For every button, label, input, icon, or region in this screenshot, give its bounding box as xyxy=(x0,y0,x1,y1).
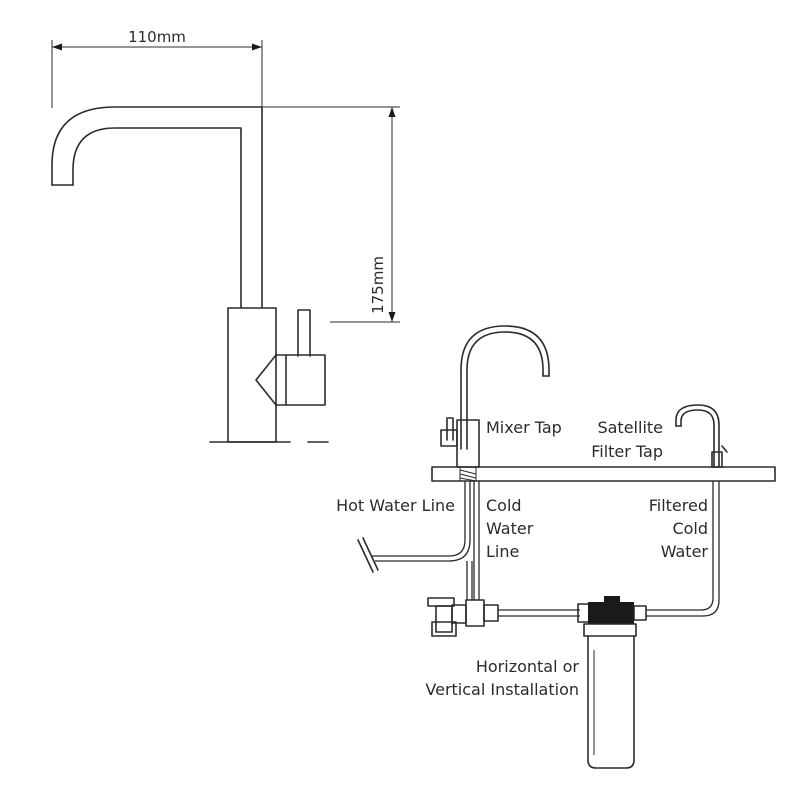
mixer-tap-label: Mixer Tap xyxy=(486,418,562,437)
satellite-label-line2: Filter Tap xyxy=(591,442,663,461)
height-label: 175mm xyxy=(369,256,387,314)
height-dimension: 175mm xyxy=(262,106,400,323)
installation-label-line2: Vertical Installation xyxy=(425,680,579,699)
filter-unit xyxy=(583,596,647,769)
mixer-tap xyxy=(440,325,550,482)
filtered-label-line3: Water xyxy=(661,542,709,561)
tee-valve xyxy=(427,597,591,637)
satellite-filter-tap xyxy=(675,404,728,468)
width-dimension: 110mm xyxy=(51,28,263,108)
cold-water-line xyxy=(473,481,480,600)
cold-water-label-line3: Line xyxy=(486,542,519,561)
satellite-label-line1: Satellite xyxy=(597,418,663,437)
filtered-label-line1: Filtered xyxy=(649,496,708,515)
filtered-water-line xyxy=(646,481,720,617)
cold-water-label-line1: Cold xyxy=(486,496,522,515)
filtered-label-line2: Cold xyxy=(672,519,708,538)
cold-water-label-line2: Water xyxy=(486,519,534,538)
installation-label-line1: Horizontal or xyxy=(476,657,580,676)
large-tap-drawing xyxy=(51,106,329,443)
hot-water-line xyxy=(357,481,473,600)
width-label: 110mm xyxy=(128,28,186,46)
counter-top xyxy=(431,466,776,482)
hot-water-label: Hot Water Line xyxy=(336,496,455,515)
